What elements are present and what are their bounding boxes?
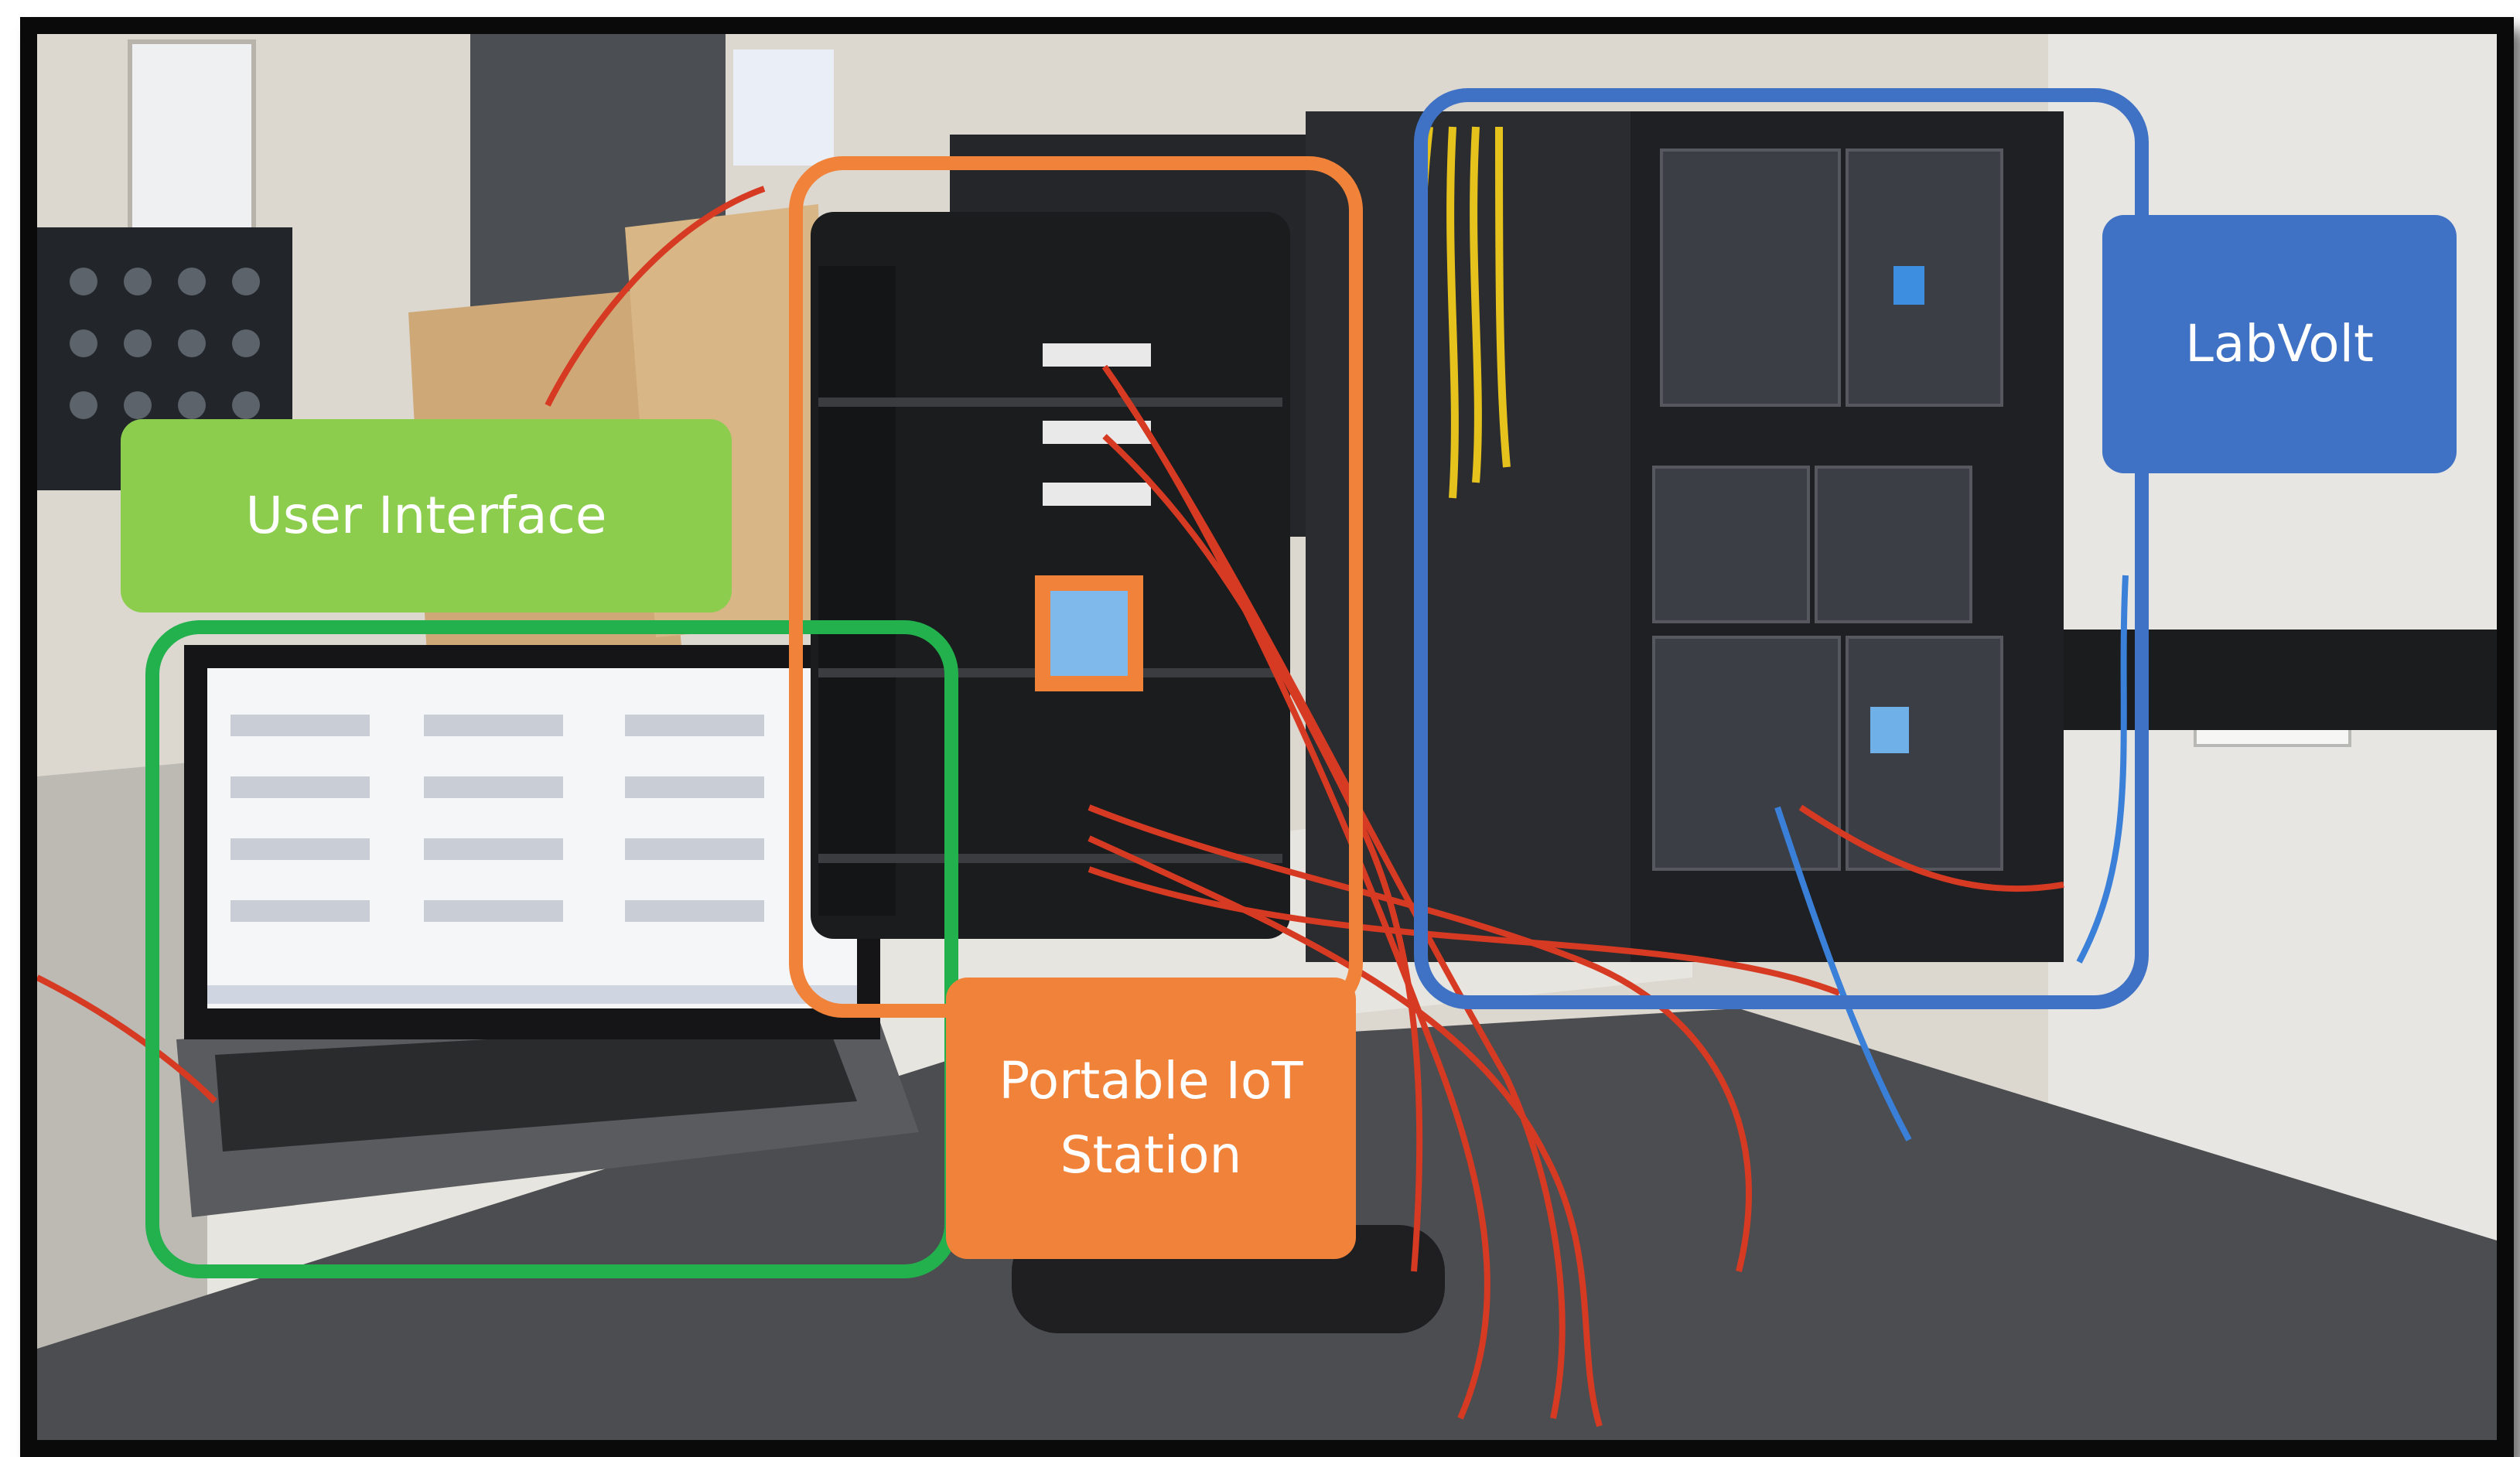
poster: [733, 49, 834, 165]
user-interface-label: User Interface: [121, 419, 732, 612]
labvolt-label-text: LabVolt: [2185, 314, 2374, 374]
portable-iot-station-outline: [789, 156, 1363, 1018]
user-interface-label-text: User Interface: [245, 486, 607, 546]
photo-frame: User Interface Portable IoT Station LabV…: [20, 17, 2514, 1457]
labvolt-label: LabVolt: [2102, 215, 2457, 473]
portable-iot-station-label: Portable IoT Station: [946, 978, 1356, 1259]
labvolt-outline: [1414, 88, 2149, 1009]
portable-iot-station-label-text: Portable IoT Station: [999, 1051, 1303, 1185]
